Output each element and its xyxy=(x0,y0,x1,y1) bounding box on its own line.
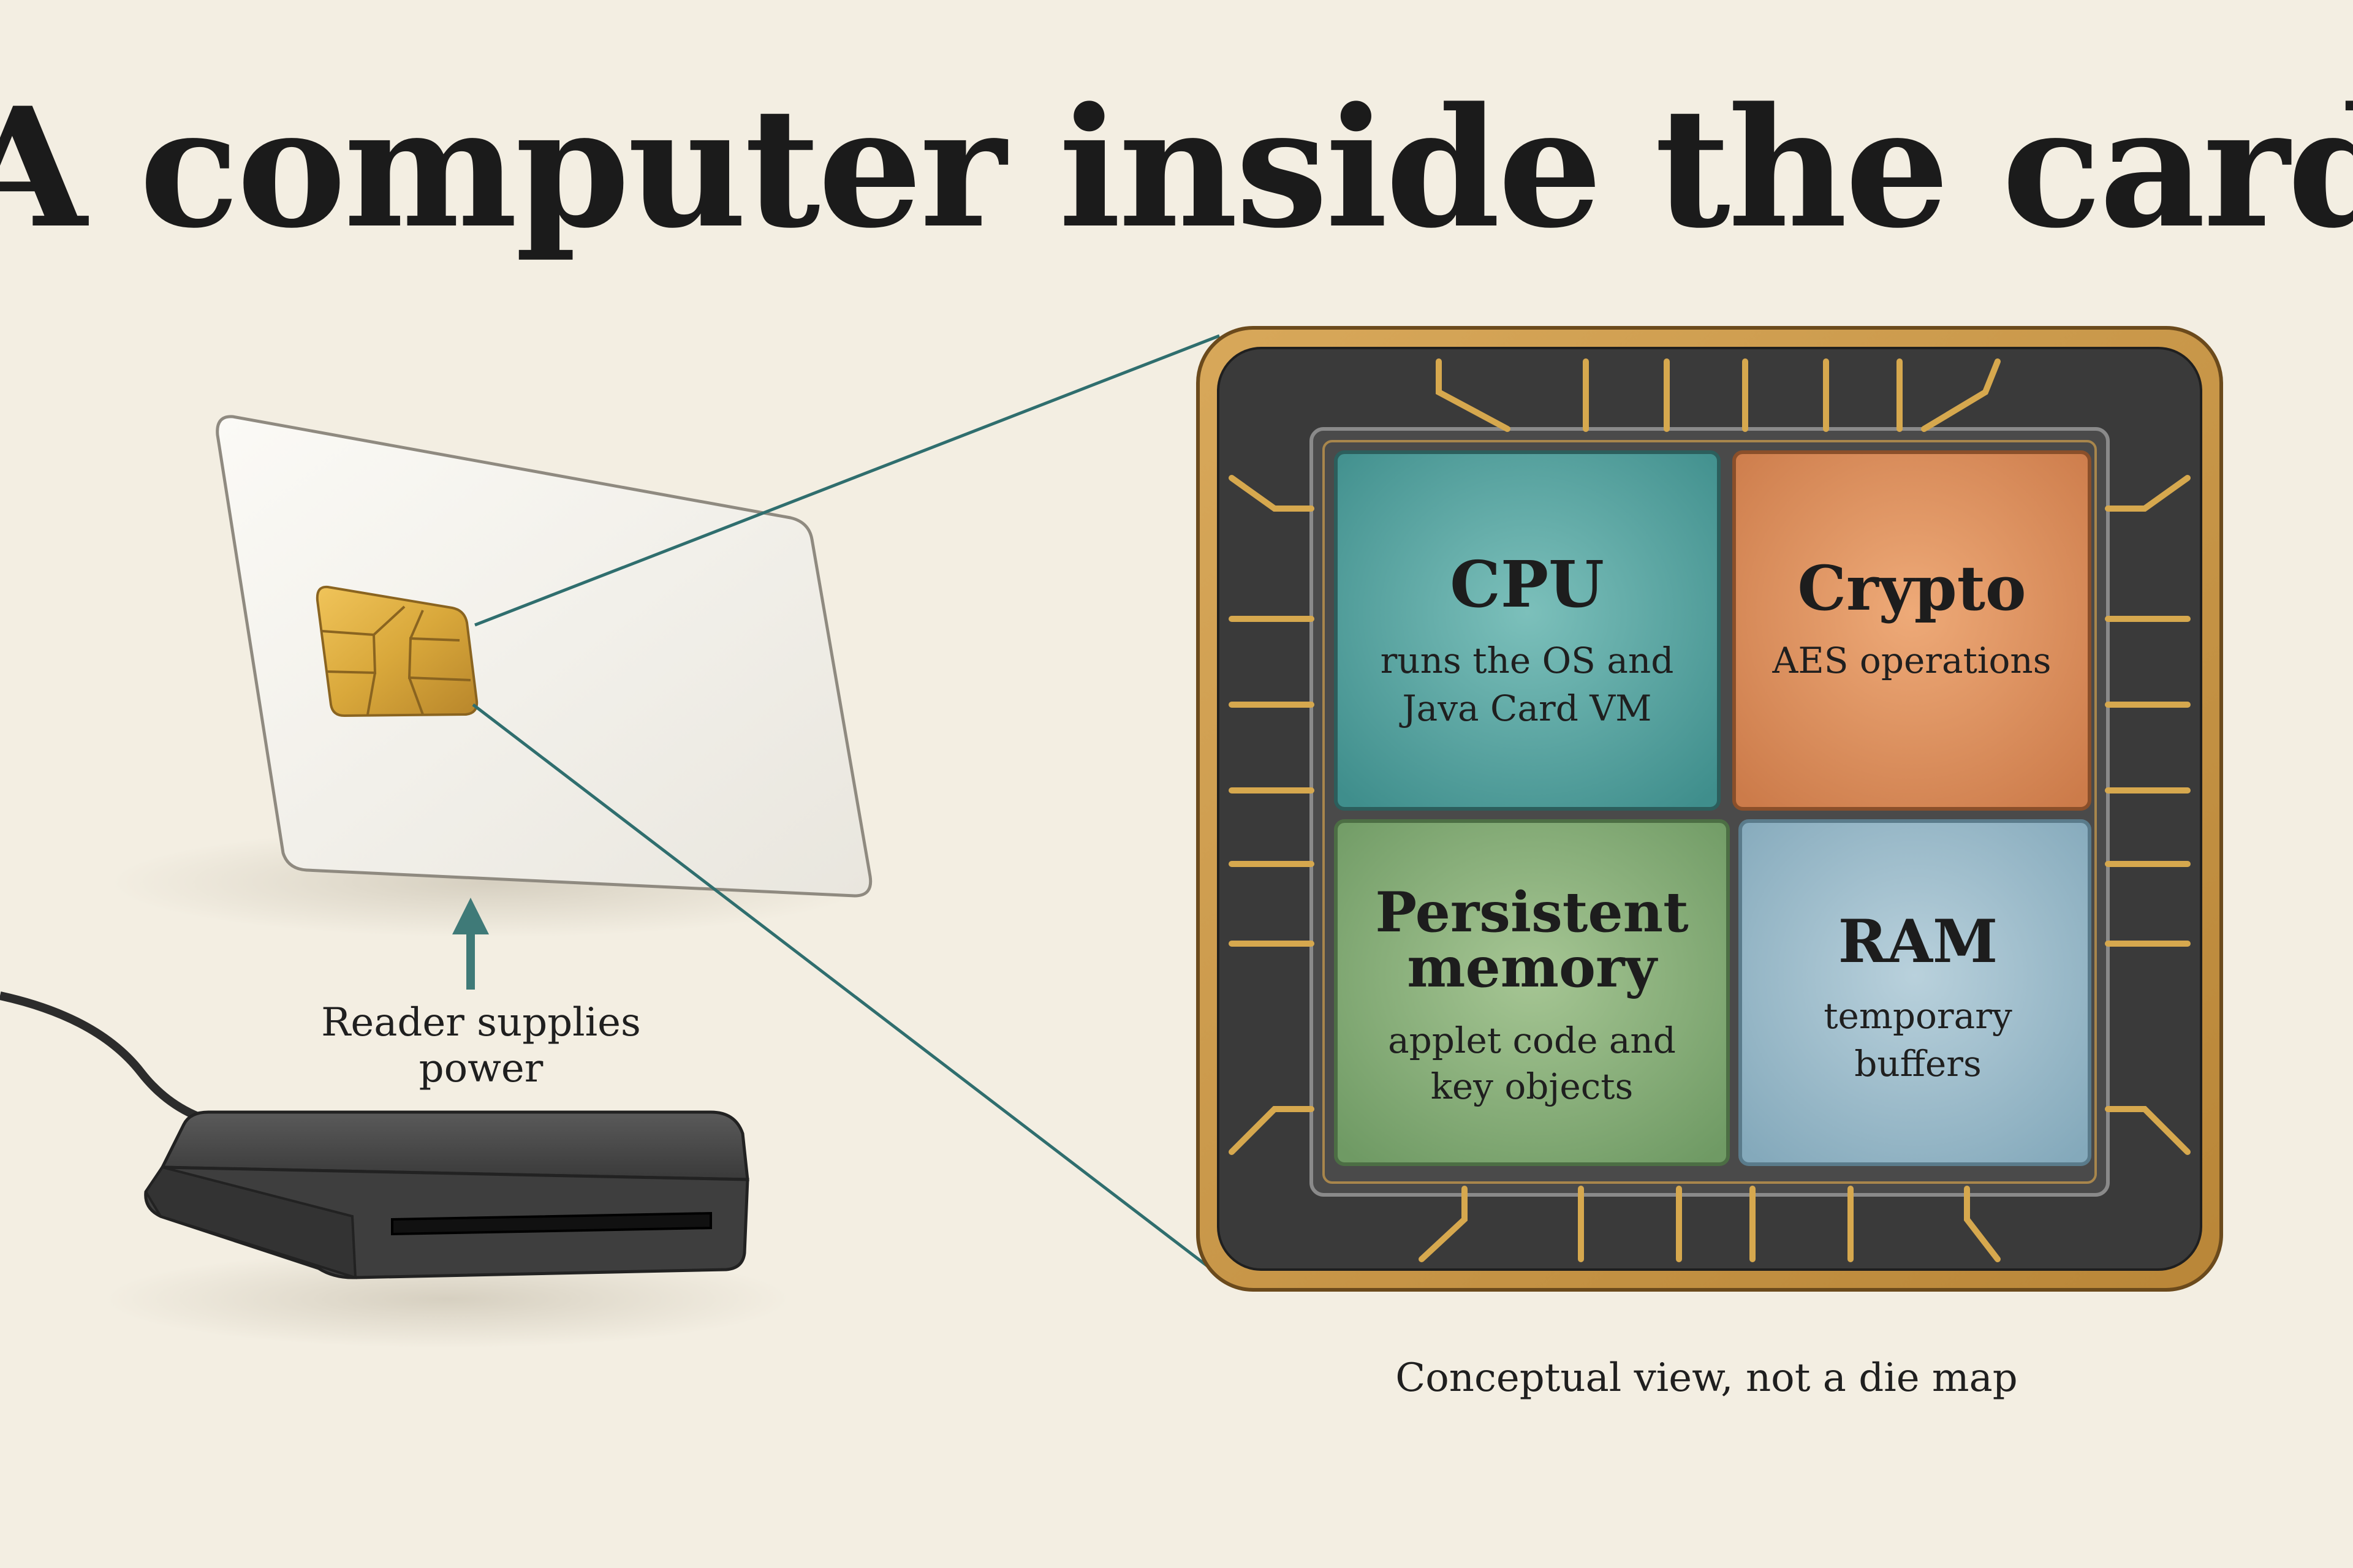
crypto-block: Crypto AES operations xyxy=(1732,450,2091,811)
cpu-block: CPU runs the OS and Java Card VM xyxy=(1334,450,1721,811)
smart-card xyxy=(216,415,873,898)
die-traces xyxy=(1229,358,2191,1262)
power-arrow xyxy=(452,898,489,990)
cpu-subtitle-line2: Java Card VM xyxy=(1399,687,1651,729)
persistent-title-line1: Persistent xyxy=(1375,880,1689,945)
ram-subtitle-line1: temporary xyxy=(1824,995,2012,1037)
cpu-subtitle-line1: runs the OS and xyxy=(1381,640,1674,681)
page-title: A computer inside the card xyxy=(0,72,2353,265)
persistent-subtitle-line1: applet code and xyxy=(1388,1020,1676,1061)
ram-block: RAM temporary buffers xyxy=(1738,819,2091,1166)
crypto-title: Crypto xyxy=(1797,552,2026,624)
persistent-memory-block: Persistent memory applet code and key ob… xyxy=(1334,819,1730,1166)
zoom-line-top xyxy=(474,334,1220,627)
footnote: Conceptual view, not a die map xyxy=(1395,1355,2017,1401)
chip-die: CPU runs the OS and Java Card VM Crypto … xyxy=(1196,326,2223,1292)
crypto-subtitle: AES operations xyxy=(1772,640,2052,681)
cpu-title: CPU xyxy=(1450,547,1604,622)
card-chip-icon xyxy=(316,585,479,718)
card-slot xyxy=(391,1211,712,1236)
persistent-title-line2: memory xyxy=(1407,935,1658,1000)
ram-title: RAM xyxy=(1838,907,1998,976)
card-reader xyxy=(0,991,790,1348)
ram-subtitle-line2: buffers xyxy=(1854,1043,1982,1085)
reader-caption-line1: Reader supplies xyxy=(321,1000,641,1045)
reader-caption-line2: power xyxy=(419,1046,544,1091)
zoom-line-bottom xyxy=(472,703,1224,1279)
persistent-subtitle-line2: key objects xyxy=(1431,1066,1634,1107)
